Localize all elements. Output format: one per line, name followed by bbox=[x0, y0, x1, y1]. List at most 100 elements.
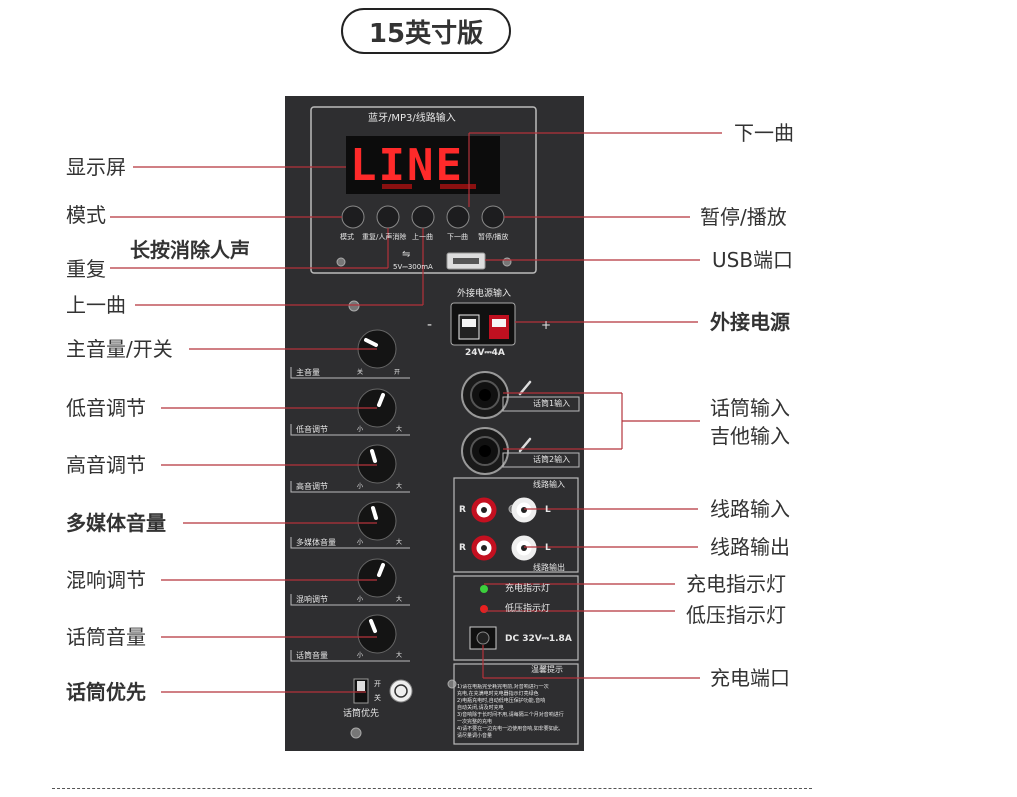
label-usb-port: USB端口 bbox=[712, 248, 794, 272]
tips-line: 一次完整的充电 bbox=[457, 719, 493, 725]
tips-frame bbox=[453, 663, 579, 745]
label-long-press-vocal-removal: 长按消除人声 bbox=[130, 238, 250, 262]
knob-min-treble: 小 bbox=[357, 483, 364, 490]
label-treble: 高音调节 bbox=[66, 453, 146, 477]
dc-spec: DC 32V⎓1.8A bbox=[505, 634, 572, 644]
label-reverb: 混响调节 bbox=[66, 568, 146, 592]
ext-power-minus: - bbox=[427, 317, 433, 333]
tips-line: 请尽量调小音量 bbox=[457, 733, 493, 739]
mic2-label-box bbox=[502, 452, 580, 468]
label-pause-play: 暂停/播放 bbox=[700, 205, 787, 229]
switch-off-label: 关 bbox=[374, 694, 381, 702]
knob-label-strips bbox=[290, 367, 410, 662]
status-frame bbox=[453, 575, 579, 661]
repeat-button bbox=[376, 205, 400, 229]
rca-jacks bbox=[471, 497, 537, 561]
bottom-divider bbox=[52, 788, 812, 789]
line-out-caption: 线路输出 bbox=[533, 563, 565, 572]
line-in-caption: 线路输入 bbox=[533, 480, 565, 489]
led-dim-segments bbox=[382, 184, 476, 189]
previous-button bbox=[411, 205, 435, 229]
line-in-r: R bbox=[459, 505, 466, 515]
label-mic-volume: 话筒音量 bbox=[66, 625, 146, 649]
knob-min-mic: 小 bbox=[357, 652, 364, 659]
knob-max-treble: 大 bbox=[396, 483, 403, 490]
knob-min-master: 关 bbox=[357, 369, 364, 376]
tips-line: 3)音响除于长时间不用,请每隔三个月对音响进行 bbox=[457, 712, 564, 718]
knob-max-reverb: 大 bbox=[396, 596, 403, 603]
mic-volume-knob bbox=[357, 614, 397, 654]
knob-max-master: 开 bbox=[394, 369, 401, 376]
mic-icons bbox=[518, 380, 532, 453]
line-out-r: R bbox=[459, 543, 466, 553]
switch-caption: 话筒优先 bbox=[343, 709, 380, 719]
label-mode: 模式 bbox=[66, 203, 106, 227]
panel-top-caption: 蓝牙/MP3/线路输入 bbox=[368, 113, 456, 124]
pause-play-button bbox=[481, 205, 505, 229]
label-display: 显示屏 bbox=[66, 155, 126, 179]
knob-max-bass: 大 bbox=[396, 426, 403, 433]
label-master-volume: 主音量/开关 bbox=[66, 337, 173, 361]
low-led-label: 低压指示灯 bbox=[505, 604, 551, 614]
button-caption-mode: 模式 bbox=[340, 233, 354, 241]
usb-symbol: ⇋ bbox=[402, 249, 410, 260]
knob-min-reverb: 小 bbox=[357, 596, 364, 603]
mode-button bbox=[341, 205, 365, 229]
label-bass: 低音调节 bbox=[66, 396, 146, 420]
knob-max-mic: 大 bbox=[396, 652, 403, 659]
line-in-l: L bbox=[545, 505, 551, 515]
mic1-label: 话筒1输入 bbox=[533, 399, 571, 408]
button-caption-pause: 暂停/播放 bbox=[478, 233, 509, 241]
mic2-label: 话筒2输入 bbox=[533, 455, 571, 464]
line-out-l: L bbox=[545, 543, 551, 553]
mic-jacks bbox=[461, 371, 509, 475]
tips-line: 4)请不要在一边充电一边使用音响,如非要如此, bbox=[457, 726, 561, 732]
label-charge-indicator: 充电指示灯 bbox=[686, 572, 786, 596]
line-io-frame bbox=[453, 477, 579, 573]
label-mic-priority: 话筒优先 bbox=[66, 680, 146, 704]
label-line-out: 线路输出 bbox=[710, 535, 790, 559]
knob-min-bass: 小 bbox=[357, 426, 364, 433]
label-mic-input: 话筒输入 bbox=[710, 396, 790, 420]
ext-power-spec: 24V⎓4A bbox=[465, 348, 505, 358]
knob-label-bass: 低音调节 bbox=[296, 425, 328, 434]
label-line-in: 线路输入 bbox=[710, 497, 790, 521]
button-caption-next: 下一曲 bbox=[447, 233, 468, 241]
knob-min-multimedia: 小 bbox=[357, 539, 364, 546]
tips-line: 自动关闭,请及时充电 bbox=[457, 705, 504, 711]
button-caption-previous: 上一曲 bbox=[412, 233, 433, 241]
knob-label-reverb: 混响调节 bbox=[296, 595, 328, 604]
multimedia-volume-knob bbox=[357, 501, 397, 541]
tips-line: 充电,在充满电时充电器指示灯亮绿色 bbox=[457, 691, 539, 697]
knob-pointers bbox=[364, 338, 385, 633]
button-caption-repeat: 重复/人声消除 bbox=[362, 233, 407, 241]
tips-line: 1)请在电瓶完全耗完电前,对音响进行一次 bbox=[457, 684, 549, 690]
ext-power-plus: + bbox=[541, 318, 552, 332]
reverb-knob bbox=[357, 558, 397, 598]
label-ext-power: 外接电源 bbox=[710, 310, 790, 334]
charge-led-label: 充电指示灯 bbox=[505, 584, 551, 594]
label-previous: 上一曲 bbox=[66, 293, 126, 317]
label-guitar-input: 吉他输入 bbox=[710, 424, 790, 448]
label-low-voltage-indicator: 低压指示灯 bbox=[686, 603, 786, 627]
mic1-label-box bbox=[502, 396, 580, 412]
label-charge-port: 充电端口 bbox=[710, 666, 790, 690]
next-button bbox=[446, 205, 470, 229]
charge-led bbox=[480, 585, 488, 593]
low-voltage-led bbox=[480, 605, 488, 613]
knob-label-master: 主音量 bbox=[296, 368, 320, 377]
knob-max-multimedia: 大 bbox=[396, 539, 403, 546]
title-pill: 15英寸版 bbox=[341, 8, 511, 54]
page-title: 15英寸版 bbox=[368, 18, 484, 49]
usb-spec: 5V⎓300mA bbox=[393, 263, 433, 271]
treble-knob bbox=[357, 444, 397, 484]
ext-power-caption: 外接电源输入 bbox=[457, 289, 512, 299]
mic-priority-badge bbox=[389, 679, 413, 703]
tips-caption: 温馨提示 bbox=[531, 665, 563, 674]
knob-label-mic: 话筒音量 bbox=[296, 651, 328, 660]
knob-label-treble: 高音调节 bbox=[296, 482, 328, 491]
knob-label-multimedia: 多媒体音量 bbox=[296, 538, 336, 547]
label-next: 下一曲 bbox=[734, 121, 794, 145]
leader-lines bbox=[110, 132, 722, 693]
